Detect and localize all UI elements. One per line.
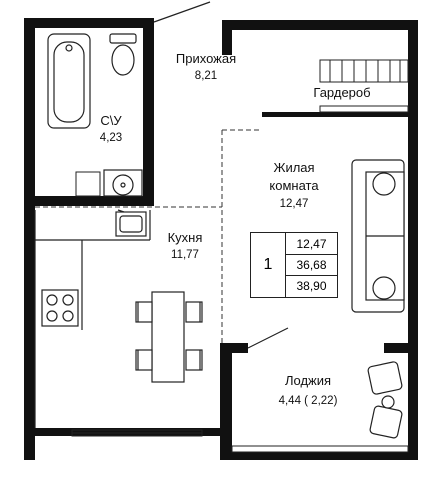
living-area-value: 12,47 — [296, 236, 327, 251]
room-count: 1 — [251, 233, 286, 297]
walls — [24, 18, 418, 460]
chair — [135, 301, 153, 323]
total-area-value: 38,90 — [296, 278, 327, 293]
stove — [41, 289, 79, 327]
area-without-loggia-value: 36,68 — [286, 254, 337, 276]
bathroom-sink — [103, 169, 143, 197]
wall-loggia-top — [220, 343, 248, 353]
wall-top-bath — [24, 18, 154, 28]
kitchen-sink — [115, 209, 147, 237]
wall-bottom-loggia — [224, 452, 418, 460]
kitchen-name: Кухня — [167, 230, 203, 245]
chair — [135, 349, 153, 371]
living-name-line2: комната — [269, 177, 319, 193]
loggia-area: 4,44 ( 2,22) — [278, 394, 338, 407]
area-summary-table: 1 12,47 36,68 38,90 — [250, 232, 338, 298]
wall-hall-right — [222, 20, 232, 55]
chair — [185, 301, 203, 323]
loggia-armchairs — [367, 361, 403, 439]
wall-loggia-left — [220, 343, 232, 460]
chair — [185, 349, 203, 371]
wall-bath-right — [143, 18, 154, 196]
kitchen-counter — [34, 210, 151, 428]
wardrobe-name: Гардероб — [313, 85, 371, 100]
dining-table — [135, 291, 203, 383]
loggia-window — [231, 445, 409, 453]
toilet — [109, 33, 137, 76]
wall-left — [24, 18, 35, 460]
hallway-area: 8,21 — [194, 69, 218, 82]
wall-top-right — [222, 20, 418, 30]
zone-dividers — [35, 129, 262, 345]
wall-wardrobe-bottom — [262, 112, 418, 117]
wardrobe-label: Гардероб — [300, 85, 384, 101]
kitchen-area: 11,77 — [171, 248, 199, 261]
bathroom-label: С\У 4,23 — [86, 113, 136, 145]
hallway-name: Прихожая — [175, 51, 237, 66]
kitchen-label: Кухня 11,77 — [150, 230, 220, 262]
living-label: Жилая комната 12,47 — [252, 160, 336, 211]
living-name-line1: Жилая — [273, 160, 315, 175]
bathroom-area: 4,23 — [99, 131, 123, 144]
loggia-label: Лоджия 4,44 ( 2,22) — [258, 373, 358, 408]
entrance-door — [153, 1, 211, 23]
wall-loggia-top-right — [384, 343, 418, 353]
living-area: 12,47 — [279, 197, 309, 210]
bathroom-name: С\У — [100, 113, 122, 128]
hallway-label: Прихожая 8,21 — [164, 51, 248, 83]
wall-bottom-left — [24, 428, 224, 436]
loggia-name: Лоджия — [284, 373, 332, 388]
wall-bath-bottom — [24, 196, 154, 206]
loggia-door — [247, 327, 289, 349]
windows — [71, 429, 409, 453]
sofa — [351, 159, 405, 313]
wall-right — [408, 20, 418, 460]
washing-machine — [75, 171, 101, 197]
bathtub — [47, 33, 91, 129]
wardrobe-shelves — [319, 59, 409, 113]
